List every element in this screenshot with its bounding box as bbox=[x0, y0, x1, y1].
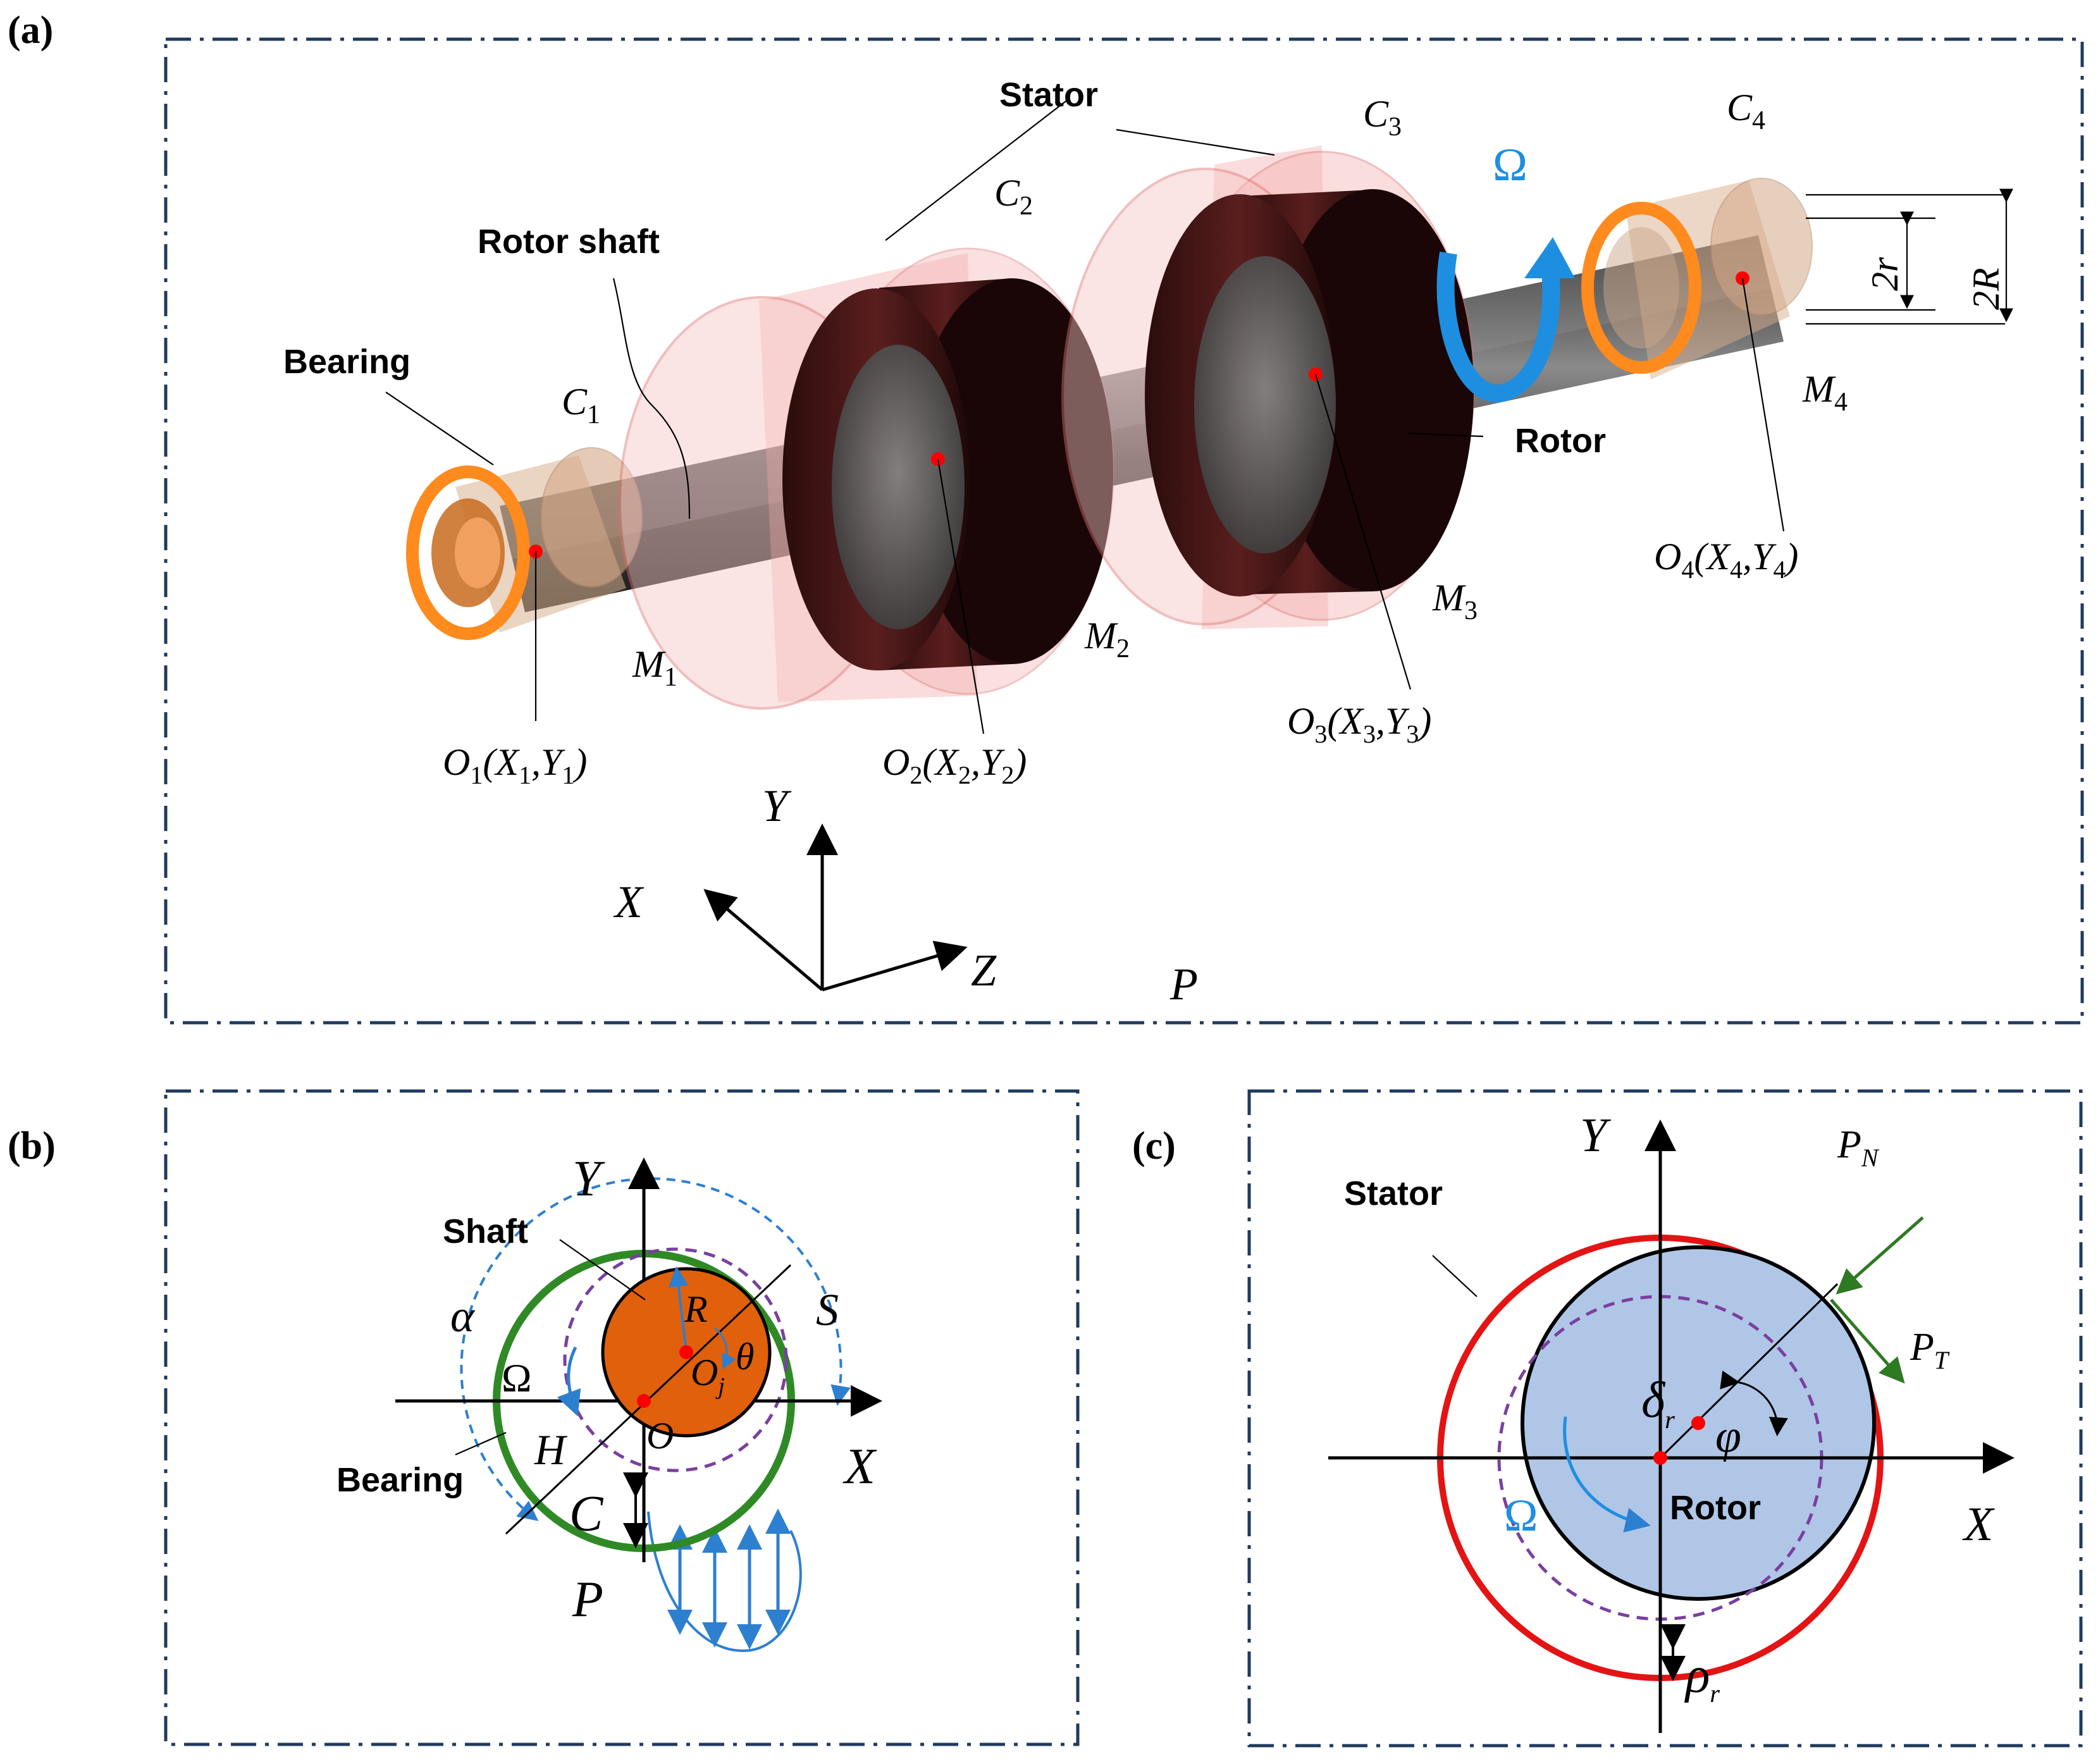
stator-leader-c bbox=[1432, 1255, 1478, 1297]
label-H: H bbox=[534, 1426, 568, 1474]
shaft-label: Shaft bbox=[443, 1212, 528, 1250]
label-M2: M2 bbox=[1084, 615, 1130, 663]
label-C3: C3 bbox=[1363, 93, 1402, 142]
omega-label-b: Ω bbox=[502, 1355, 532, 1400]
panel-a-label: (a) bbox=[8, 9, 53, 52]
label-R-b: R bbox=[684, 1288, 708, 1330]
rotor-disk-2 bbox=[782, 278, 1113, 670]
rotor-label-c: Rotor bbox=[1670, 1489, 1761, 1527]
omega-arc-c bbox=[1563, 1416, 1651, 1533]
axis-X-c: X bbox=[1962, 1498, 1995, 1551]
bearing-4 bbox=[1581, 178, 1813, 379]
label-delta: δr bbox=[1641, 1372, 1675, 1434]
label-C2: C2 bbox=[994, 172, 1033, 221]
panel-c-label: (c) bbox=[1132, 1125, 1176, 1168]
axis-Z-a: Z bbox=[971, 945, 997, 996]
label-C4: C4 bbox=[1727, 87, 1765, 135]
phi-arc bbox=[1720, 1370, 1788, 1436]
omega-label-c: Ω bbox=[1504, 1490, 1538, 1541]
label-M1: M1 bbox=[632, 643, 677, 692]
label-alpha: α bbox=[450, 1291, 475, 1342]
force-PT-arrow bbox=[1830, 1298, 1905, 1384]
orbit-circle-b bbox=[563, 1247, 788, 1472]
force-PN-arrow bbox=[1836, 1216, 1924, 1295]
panel-a-frame bbox=[164, 37, 2084, 1025]
panel-b-frame bbox=[164, 1089, 1080, 1746]
label-O2: O2(X2,Y2) bbox=[882, 741, 1027, 789]
leader-lines-a bbox=[385, 101, 1785, 734]
label-M4: M4 bbox=[1802, 368, 1848, 417]
panel-b-label: (b) bbox=[8, 1125, 56, 1168]
label-C-b: C bbox=[569, 1486, 604, 1542]
omega-arc-b bbox=[557, 1346, 581, 1417]
label-O4: O4(X4,Y4) bbox=[1654, 536, 1798, 584]
label-Oj-b: Oj bbox=[691, 1352, 725, 1400]
label-P-b: P bbox=[572, 1572, 603, 1627]
label-S: S bbox=[816, 1285, 839, 1335]
panel-c-frame bbox=[1247, 1089, 2083, 1748]
dimension-lines bbox=[1806, 188, 2013, 325]
label-M3: M3 bbox=[1432, 577, 1478, 626]
axis-Y-c: Y bbox=[1580, 1109, 1612, 1162]
theta-arc bbox=[714, 1327, 736, 1370]
bearing-1 bbox=[406, 447, 643, 640]
stator-label-a: Stator bbox=[999, 76, 1098, 114]
rotation-arrow bbox=[1436, 237, 1575, 403]
label-theta: θ bbox=[736, 1336, 754, 1378]
coordinate-axes-a bbox=[703, 823, 968, 992]
label-PT: PT bbox=[1910, 1326, 1950, 1374]
dim-2r: 2r bbox=[1864, 257, 1906, 291]
label-phi: φ bbox=[1715, 1410, 1741, 1462]
label-C1: C1 bbox=[562, 381, 600, 429]
label-O1: O1(X1,Y1) bbox=[443, 741, 587, 789]
pressure-distribution bbox=[647, 1508, 802, 1653]
axis-Y-b: Y bbox=[572, 1151, 605, 1207]
rotor-shaft-label: Rotor shaft bbox=[478, 223, 660, 261]
label-O3: O3(X3,Y3) bbox=[1287, 700, 1431, 748]
radius-line-b bbox=[668, 1266, 689, 1353]
leader-lines-b bbox=[455, 1239, 646, 1456]
omega-label-a: Ω bbox=[1493, 139, 1527, 191]
label-P-a: P bbox=[1169, 959, 1198, 1009]
rotor-label-a: Rotor bbox=[1515, 422, 1606, 460]
stator-label-c: Stator bbox=[1344, 1175, 1443, 1212]
center-rotor-c bbox=[1691, 1416, 1705, 1430]
center-O-b bbox=[637, 1394, 651, 1408]
dim-2R: 2R bbox=[1965, 268, 2007, 310]
axis-Y-a: Y bbox=[762, 780, 792, 831]
axis-X-b: X bbox=[842, 1439, 877, 1495]
center-Oj-b bbox=[679, 1345, 693, 1359]
center-O-c bbox=[1653, 1451, 1667, 1465]
axis-X-a: X bbox=[613, 877, 645, 927]
label-rho: ρr bbox=[1684, 1648, 1720, 1708]
bearing-dashed-arc bbox=[460, 1177, 851, 1521]
bearing-label-a: Bearing bbox=[283, 343, 410, 381]
bearing-label-b: Bearing bbox=[336, 1461, 464, 1499]
rotor-disk-3 bbox=[1145, 189, 1474, 596]
label-O-b: O bbox=[646, 1415, 674, 1457]
label-PN: PN bbox=[1837, 1123, 1880, 1172]
